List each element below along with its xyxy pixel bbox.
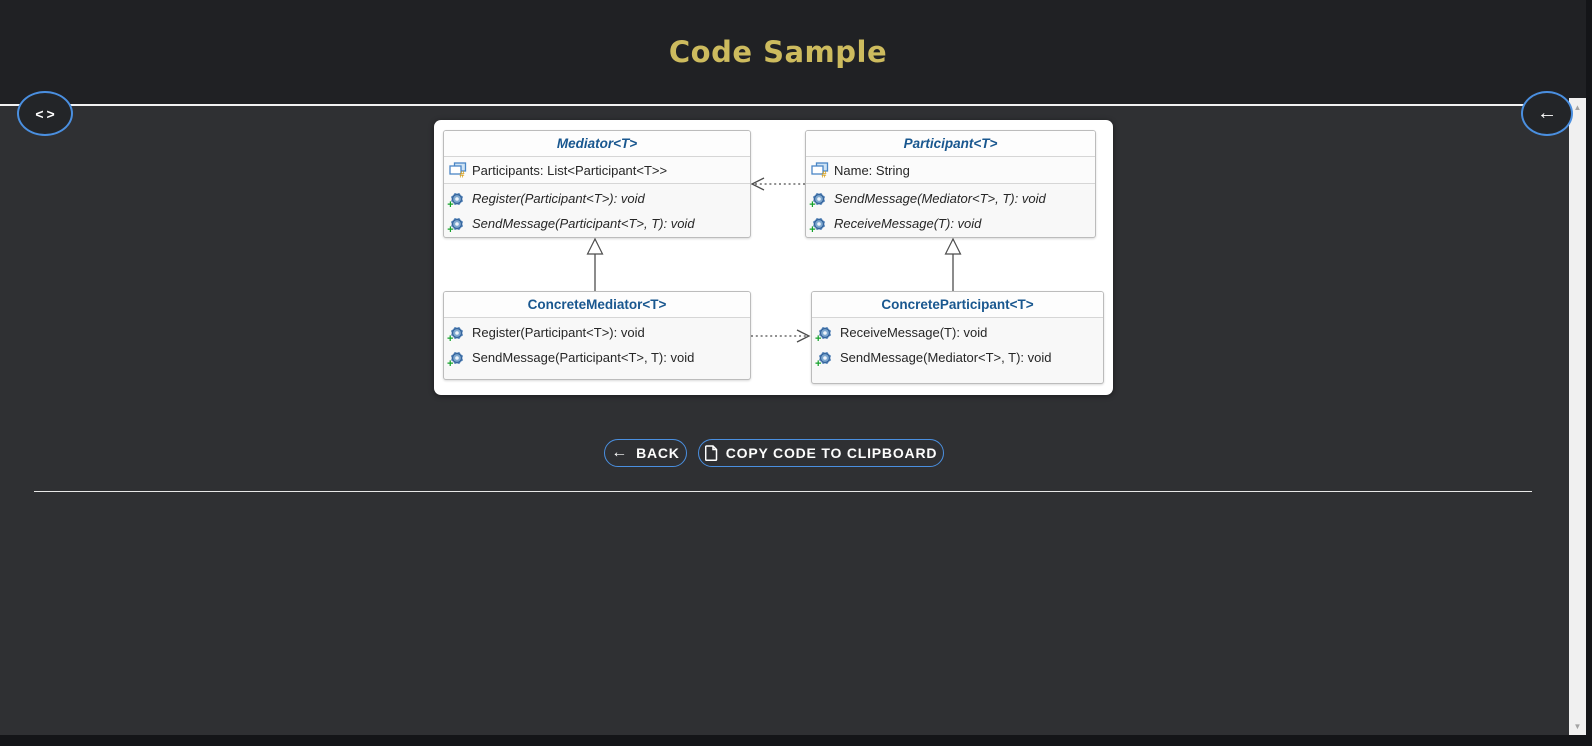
method-icon: +: [447, 216, 467, 235]
method-icon: +: [447, 350, 467, 369]
header: Code Sample: [0, 0, 1592, 106]
method-label: SendMessage(Mediator<T>, T): void: [840, 350, 1052, 365]
back-nav-button[interactable]: ←: [1521, 91, 1573, 136]
copy-file-icon: [704, 445, 718, 461]
section-divider: [34, 491, 1532, 492]
uml-diagram-panel: Mediator<T> # Participants: List<Partici…: [434, 120, 1113, 395]
bottom-edge-strip: [0, 735, 1592, 746]
class-method-row: + Register(Participant<T>): void: [444, 320, 750, 345]
property-label: Participants: List<Participant<T>>: [472, 162, 668, 178]
method-label: SendMessage(Participant<T>, T): void: [472, 350, 695, 365]
property-icon: #: [811, 162, 829, 180]
scroll-up-icon[interactable]: ▲: [1573, 102, 1582, 112]
class-box-concrete-mediator: ConcreteMediator<T> + Register(Participa…: [443, 291, 751, 380]
copy-code-button[interactable]: COPY CODE TO CLIPBOARD: [698, 439, 944, 467]
back-arrow-icon: ←: [611, 444, 629, 461]
copy-button-label: COPY CODE TO CLIPBOARD: [725, 445, 938, 461]
class-method-row: + ReceiveMessage(T): void: [812, 320, 1103, 345]
class-property-row: # Name: String: [806, 157, 1095, 184]
class-box-participant: Participant<T> # Name: String: [805, 130, 1096, 238]
method-label: SendMessage(Mediator<T>, T): void: [834, 191, 1046, 206]
class-box-mediator: Mediator<T> # Participants: List<Partici…: [443, 130, 751, 238]
dependency-arrowhead-right: [796, 329, 811, 343]
method-label: Register(Participant<T>): void: [472, 325, 645, 340]
back-button-label: BACK: [636, 445, 680, 461]
class-property-row: # Participants: List<Participant<T>>: [444, 157, 750, 184]
class-method-row: + SendMessage(Participant<T>, T): void: [444, 211, 750, 236]
svg-text:#: #: [460, 170, 465, 179]
class-title: Participant<T>: [806, 131, 1095, 157]
method-icon: +: [815, 325, 835, 344]
method-icon: +: [809, 191, 829, 210]
class-method-row: + ReceiveMessage(T): void: [806, 211, 1095, 236]
method-icon: +: [447, 325, 467, 344]
back-arrow-icon: ←: [1537, 102, 1557, 124]
scroll-down-icon[interactable]: ▼: [1573, 721, 1582, 731]
dependency-arrowhead-left: [750, 177, 765, 191]
method-label: ReceiveMessage(T): void: [840, 325, 988, 340]
inheritance-triangle-mediator: [586, 237, 604, 255]
method-label: SendMessage(Participant<T>, T): void: [472, 216, 695, 231]
class-method-row: + SendMessage(Participant<T>, T): void: [444, 345, 750, 370]
method-label: ReceiveMessage(T): void: [834, 216, 982, 231]
property-label: Name: String: [834, 162, 910, 178]
inheritance-triangle-participant: [944, 237, 962, 255]
right-edge-strip: [1586, 0, 1592, 746]
page-title: Code Sample: [668, 35, 888, 69]
method-icon: +: [809, 216, 829, 235]
class-title: ConcreteParticipant<T>: [812, 292, 1103, 318]
class-method-row: + SendMessage(Mediator<T>, T): void: [806, 186, 1095, 211]
property-icon: #: [449, 162, 467, 180]
view-code-button[interactable]: <>: [17, 91, 73, 136]
code-icon: <>: [35, 105, 58, 122]
class-box-concrete-participant: ConcreteParticipant<T> + ReceiveMessage(…: [811, 291, 1104, 384]
method-icon: +: [815, 350, 835, 369]
back-button[interactable]: ← BACK: [604, 439, 687, 467]
method-label: Register(Participant<T>): void: [472, 191, 645, 206]
vertical-scrollbar[interactable]: ▲ ▼: [1569, 98, 1586, 735]
class-title: Mediator<T>: [444, 131, 750, 157]
svg-text:#: #: [822, 170, 827, 179]
method-icon: +: [447, 191, 467, 210]
class-method-row: + SendMessage(Mediator<T>, T): void: [812, 345, 1103, 370]
class-title: ConcreteMediator<T>: [444, 292, 750, 318]
class-method-row: + Register(Participant<T>): void: [444, 186, 750, 211]
